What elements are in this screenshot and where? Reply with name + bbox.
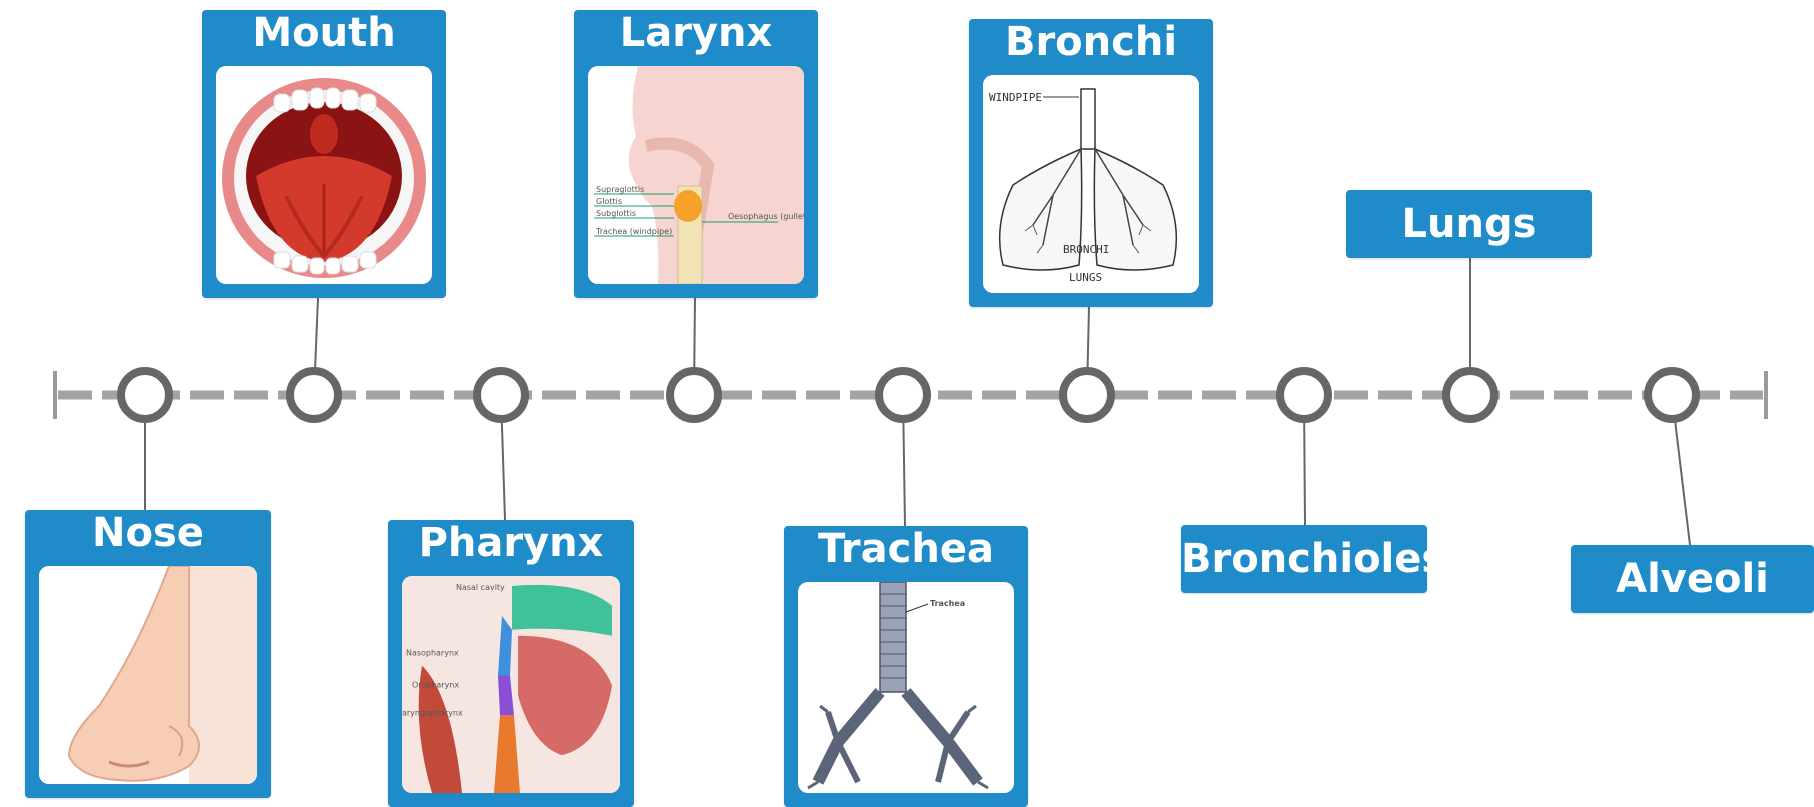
bronchi-label-bronchi: BRONCHI [1063, 243, 1109, 256]
pharynx-label-laryngopharynx: aryngopharynx [402, 708, 463, 717]
pharynx-label-nasal-cavity: Nasal cavity [456, 583, 505, 592]
node-alveoli [1648, 371, 1696, 419]
stage-title-pharynx: Pharynx [388, 520, 634, 566]
mouth-illustration [216, 66, 432, 284]
pharynx-label-oropharynx: Oropharynx [412, 681, 459, 690]
pharynx-illustration: Nasal cavity Nasopharynx Oropharynx aryn… [402, 576, 620, 793]
larynx-label-supraglottis: Supraglottis [596, 185, 644, 194]
node-trachea [879, 371, 927, 419]
node-larynx [670, 371, 718, 419]
stage-title-nose: Nose [25, 510, 271, 556]
stage-title-bronchioles: Bronchioles [1181, 525, 1427, 593]
bronchi-illustration: WINDPIPE BRONCHI LUNGS [983, 75, 1199, 293]
node-bronchioles [1280, 371, 1328, 419]
node-pharynx [477, 371, 525, 419]
stage-card-trachea: Trachea Trachea [784, 526, 1028, 807]
bronchi-label-windpipe: WINDPIPE [989, 91, 1042, 104]
stage-title-mouth: Mouth [202, 10, 446, 56]
stage-title-lungs: Lungs [1346, 190, 1592, 258]
trachea-label: Trachea [930, 599, 965, 608]
stage-card-alveoli: Alveoli [1571, 545, 1814, 613]
bronchi-label-lungs: LUNGS [1069, 271, 1102, 284]
stage-card-mouth: Mouth [202, 10, 446, 298]
trachea-illustration: Trachea [798, 582, 1014, 793]
stage-card-lungs: Lungs [1346, 190, 1592, 258]
larynx-label-oesophagus: Oesophagus (gullet) [728, 212, 804, 221]
stage-title-bronchi: Bronchi [969, 19, 1213, 65]
stage-title-larynx: Larynx [574, 10, 818, 56]
larynx-label-subglottis: Subglottis [596, 209, 636, 218]
stage-title-trachea: Trachea [784, 526, 1028, 572]
stage-card-bronchioles: Bronchioles [1181, 525, 1427, 593]
stage-title-alveoli: Alveoli [1571, 545, 1814, 613]
stage-card-pharynx: Pharynx Nasal cavity Nasopharynx Orophar… [388, 520, 634, 807]
larynx-label-glottis: Glottis [596, 197, 622, 206]
nose-illustration [39, 566, 257, 784]
larynx-illustration: Supraglottis Glottis Subglottis Trachea … [588, 66, 804, 284]
node-lungs [1446, 371, 1494, 419]
pharynx-label-nasopharynx: Nasopharynx [406, 649, 459, 658]
stage-card-bronchi: Bronchi WINDPIPE BRONCHI LUNGS [969, 19, 1213, 307]
stage-card-nose: Nose [25, 510, 271, 798]
stage-card-larynx: Larynx Supraglottis Glottis Subglottis T… [574, 10, 818, 298]
node-nose [121, 371, 169, 419]
node-mouth [290, 371, 338, 419]
larynx-label-trachea: Trachea (windpipe) [595, 227, 672, 236]
node-bronchi [1063, 371, 1111, 419]
